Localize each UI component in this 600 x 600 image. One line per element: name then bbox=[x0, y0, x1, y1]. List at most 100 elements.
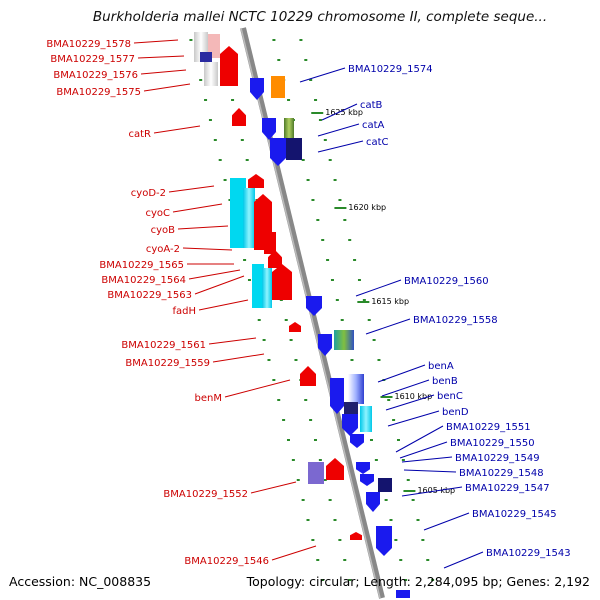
guide-dot bbox=[267, 359, 271, 361]
gene-label-BMA10229_1576[interactable]: BMA10229_1576 bbox=[53, 70, 138, 81]
guide-dot bbox=[301, 159, 305, 161]
gene-label-BMA10229_1564[interactable]: BMA10229_1564 bbox=[101, 275, 186, 286]
gene-block-1563-shade[interactable] bbox=[262, 268, 272, 308]
gene-arrow-1576[interactable] bbox=[220, 46, 238, 86]
gene-block-1577[interactable] bbox=[200, 52, 212, 62]
gene-label-benM[interactable]: benM bbox=[195, 393, 222, 404]
gene-arrow-1560[interactable] bbox=[306, 296, 322, 316]
gene-arrow-benA[interactable] bbox=[330, 378, 344, 414]
gene-label-BMA10229_1577[interactable]: BMA10229_1577 bbox=[50, 54, 135, 65]
gene-arrow-1543[interactable] bbox=[376, 526, 392, 556]
gene-label-BMA10229_1550[interactable]: BMA10229_1550 bbox=[450, 438, 535, 449]
gene-label-BMA10229_1551[interactable]: BMA10229_1551 bbox=[446, 422, 531, 433]
gene-label-BMA10229_1558[interactable]: BMA10229_1558 bbox=[413, 315, 498, 326]
leader-line bbox=[194, 275, 245, 295]
guide-dot bbox=[394, 539, 398, 541]
gene-arrow-benM[interactable] bbox=[300, 366, 316, 386]
leader-line bbox=[177, 225, 229, 230]
gene-arrow-catR[interactable] bbox=[232, 108, 246, 126]
guide-dot bbox=[404, 579, 408, 581]
gene-label-catB[interactable]: catB bbox=[360, 100, 383, 111]
gene-label-benA[interactable]: benA bbox=[428, 361, 454, 372]
map-title: Burkholderia mallei NCTC 10229 chromosom… bbox=[92, 9, 548, 25]
guide-dot bbox=[247, 279, 251, 281]
leader-line bbox=[208, 337, 257, 345]
gene-label-cyoA-2[interactable]: cyoA-2 bbox=[146, 244, 180, 255]
gene-label-BMA10229_1547[interactable]: BMA10229_1547 bbox=[465, 483, 550, 494]
gene-block-1574[interactable] bbox=[271, 76, 285, 98]
gene-label-BMA10229_1546[interactable]: BMA10229_1546 bbox=[184, 556, 269, 567]
gene-block-catB[interactable] bbox=[284, 118, 294, 138]
gene-label-BMA10229_1565[interactable]: BMA10229_1565 bbox=[99, 260, 184, 271]
guide-dot bbox=[323, 479, 327, 481]
gene-arrow-cyoD-2[interactable] bbox=[248, 174, 264, 188]
gene-label-BMA10229_1545[interactable]: BMA10229_1545 bbox=[472, 509, 557, 520]
gene-label-BMA10229_1560[interactable]: BMA10229_1560 bbox=[404, 276, 489, 287]
gene-label-catA[interactable]: catA bbox=[362, 120, 385, 131]
gene-arrow-1545[interactable] bbox=[366, 492, 380, 512]
gene-label-cyoC[interactable]: cyoC bbox=[145, 208, 170, 219]
gene-label-BMA10229_1575[interactable]: BMA10229_1575 bbox=[56, 87, 141, 98]
guide-dot bbox=[372, 339, 376, 341]
gene-arrow-1548[interactable] bbox=[360, 474, 374, 486]
guide-dot bbox=[223, 179, 227, 181]
gene-arrow-1550[interactable] bbox=[350, 434, 364, 448]
gene-label-BMA10229_1549[interactable]: BMA10229_1549 bbox=[455, 453, 540, 464]
gene-block-cyoB-shade[interactable] bbox=[243, 188, 255, 248]
gene-label-catC[interactable]: catC bbox=[366, 137, 389, 148]
gene-arrow-1565[interactable] bbox=[268, 250, 282, 268]
gene-arrow-1551[interactable] bbox=[342, 414, 358, 436]
gene-block-1547[interactable] bbox=[378, 478, 392, 492]
guide-dot bbox=[367, 319, 371, 321]
gene-label-BMA10229_1563[interactable]: BMA10229_1563 bbox=[107, 290, 192, 301]
gene-label-BMA10229_1559[interactable]: BMA10229_1559 bbox=[125, 358, 210, 369]
gene-block-edge[interactable] bbox=[396, 590, 410, 598]
gene-block-benD[interactable] bbox=[360, 406, 372, 432]
gene-label-cyoD-2[interactable]: cyoD-2 bbox=[131, 188, 166, 199]
gene-label-benB[interactable]: benB bbox=[432, 376, 458, 387]
leader-line bbox=[395, 425, 444, 453]
accession-text: Accession: NC_008835 bbox=[9, 574, 152, 589]
guide-dot bbox=[213, 139, 217, 141]
guide-dot bbox=[343, 559, 347, 561]
guide-dot bbox=[306, 179, 310, 181]
gene-block-1558[interactable] bbox=[334, 330, 354, 350]
gene-arrow-1558[interactable] bbox=[318, 334, 332, 356]
guide-dot bbox=[323, 139, 327, 141]
gene-arrow-catA[interactable] bbox=[270, 138, 286, 166]
gene-arrow-1574[interactable] bbox=[250, 78, 264, 100]
gene-block-1552[interactable] bbox=[308, 462, 324, 484]
gene-arrow-1546[interactable] bbox=[350, 532, 362, 540]
gene-arrow-1561[interactable] bbox=[289, 322, 301, 332]
gene-label-BMA10229_1543[interactable]: BMA10229_1543 bbox=[486, 548, 571, 559]
guide-dot bbox=[406, 479, 410, 481]
gene-arrow-1549[interactable] bbox=[356, 462, 370, 474]
guide-dot bbox=[299, 39, 303, 41]
gene-block-cyoA-2[interactable] bbox=[264, 232, 276, 254]
gene-block-1575[interactable] bbox=[204, 62, 218, 86]
gene-label-BMA10229_1548[interactable]: BMA10229_1548 bbox=[459, 468, 544, 479]
gene-arrow-1552[interactable] bbox=[326, 458, 344, 480]
gene-label-BMA10229_1552[interactable]: BMA10229_1552 bbox=[163, 489, 248, 500]
guide-dot bbox=[401, 459, 405, 461]
gene-label-BMA10229_1561[interactable]: BMA10229_1561 bbox=[121, 340, 206, 351]
gene-label-benC[interactable]: benC bbox=[437, 391, 463, 402]
gene-label-benD[interactable]: benD bbox=[442, 407, 469, 418]
guide-dot bbox=[311, 539, 315, 541]
gene-block-1563[interactable] bbox=[252, 264, 264, 308]
gene-block-catC[interactable] bbox=[286, 138, 302, 160]
gene-label-catR[interactable]: catR bbox=[129, 129, 152, 140]
guide-dot bbox=[389, 519, 393, 521]
guide-dot bbox=[301, 499, 305, 501]
gene-label-cyoB[interactable]: cyoB bbox=[151, 225, 176, 236]
leader-line bbox=[299, 67, 346, 83]
gene-label-fadH[interactable]: fadH bbox=[172, 306, 196, 317]
gene-label-BMA10229_1578[interactable]: BMA10229_1578 bbox=[46, 39, 131, 50]
gene-block-benB[interactable] bbox=[348, 374, 364, 404]
guide-dot bbox=[218, 159, 222, 161]
gene-arrow-1564[interactable] bbox=[272, 264, 292, 300]
gene-block-cyoB[interactable] bbox=[230, 178, 246, 248]
gene-label-BMA10229_1574[interactable]: BMA10229_1574 bbox=[348, 64, 433, 75]
guide-dot bbox=[189, 39, 193, 41]
gene-arrow-catB[interactable] bbox=[262, 118, 276, 140]
